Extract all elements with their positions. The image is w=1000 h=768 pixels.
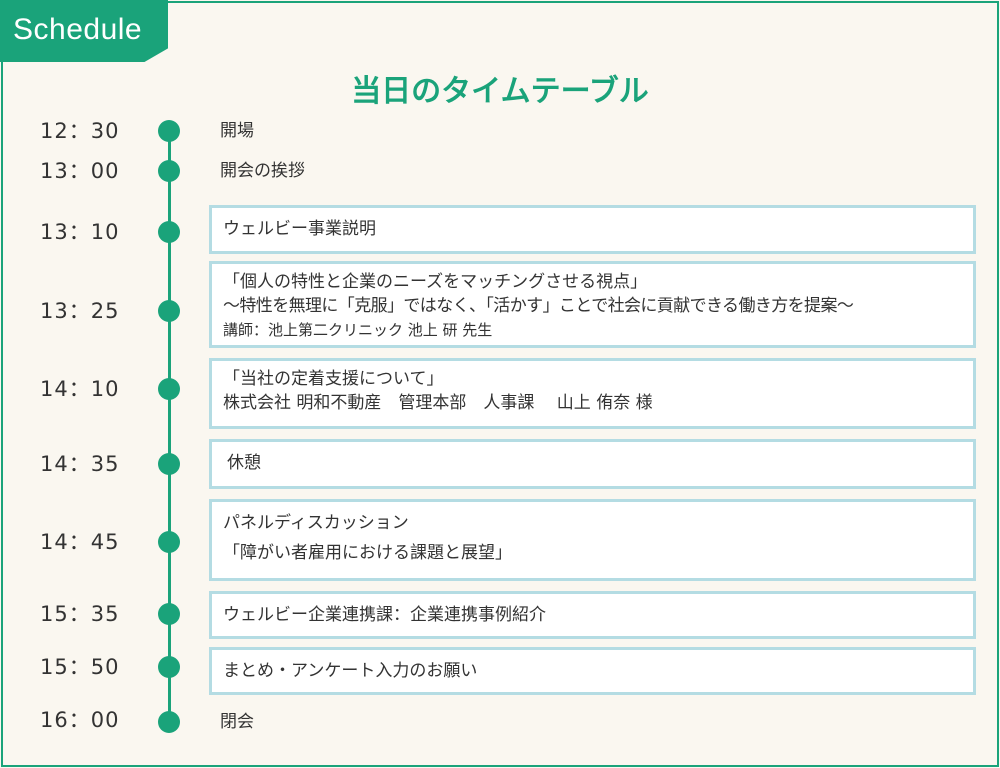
schedule-item: 閉会 xyxy=(220,712,254,732)
timeline-dot xyxy=(158,711,180,733)
schedule-item: ウェルビー事業説明 xyxy=(223,219,376,239)
schedule-item: 開場 xyxy=(220,121,254,141)
timeline-dot xyxy=(158,531,180,553)
timeline-dot xyxy=(158,453,180,475)
schedule-item: 休憩 xyxy=(227,453,261,473)
session-title: 「個人の特性と企業のニーズをマッチングさせる視点」 xyxy=(223,272,648,292)
time-label: 15：35 xyxy=(40,602,120,626)
session-title: パネルディスカッション xyxy=(223,513,409,533)
time-label: 13：25 xyxy=(40,299,120,323)
session-speaker: 講師：池上第二クリニック 池上 研 先生 xyxy=(223,321,493,339)
time-label: 13：00 xyxy=(40,159,120,183)
time-label: 15：50 xyxy=(40,655,120,679)
session-title: 「当社の定着支援について」 xyxy=(223,369,444,389)
session-speaker: 株式会社 明和不動産 管理本部 人事課 山上 侑奈 様 xyxy=(223,393,653,413)
timeline-dot xyxy=(158,120,180,142)
timeline-dot xyxy=(158,160,180,182)
timeline-dot xyxy=(158,221,180,243)
schedule-box: 休憩 xyxy=(209,439,976,489)
time-label: 14：45 xyxy=(40,530,120,554)
timeline-dot xyxy=(158,300,180,322)
time-label: 13：10 xyxy=(40,220,120,244)
time-label: 12：30 xyxy=(40,119,120,143)
schedule-box: 「当社の定着支援について」 株式会社 明和不動産 管理本部 人事課 山上 侑奈 … xyxy=(209,358,976,429)
time-label: 14：35 xyxy=(40,452,120,476)
schedule-box: 「個人の特性と企業のニーズをマッチングさせる視点」 ～特性を無理に「克服」ではな… xyxy=(209,261,976,348)
time-label: 14：10 xyxy=(40,377,120,401)
timeline-dot xyxy=(158,378,180,400)
schedule-box: まとめ・アンケート入力のお願い xyxy=(209,647,976,695)
schedule-box: ウェルビー事業説明 xyxy=(209,205,976,254)
page-title: 当日のタイムテーブル xyxy=(351,74,649,109)
schedule-item: まとめ・アンケート入力のお願い xyxy=(223,661,478,681)
session-subtitle: ～特性を無理に「克服」ではなく、「活かす」ことで社会に貢献できる働き方を提案～ xyxy=(223,296,854,316)
schedule-box: ウェルビー企業連携課：企業連携事例紹介 xyxy=(209,591,976,639)
schedule-box: パネルディスカッション 「障がい者雇用における課題と展望」 xyxy=(209,499,976,581)
schedule-badge: Schedule xyxy=(0,0,168,62)
session-subtitle: 「障がい者雇用における課題と展望」 xyxy=(223,543,512,563)
timeline-line xyxy=(168,130,171,722)
schedule-item: 開会の挨拶 xyxy=(220,161,305,181)
timeline-dot xyxy=(158,603,180,625)
schedule-item: ウェルビー企業連携課：企業連携事例紹介 xyxy=(223,605,546,625)
time-label: 16：00 xyxy=(40,708,120,732)
timeline-dot xyxy=(158,656,180,678)
